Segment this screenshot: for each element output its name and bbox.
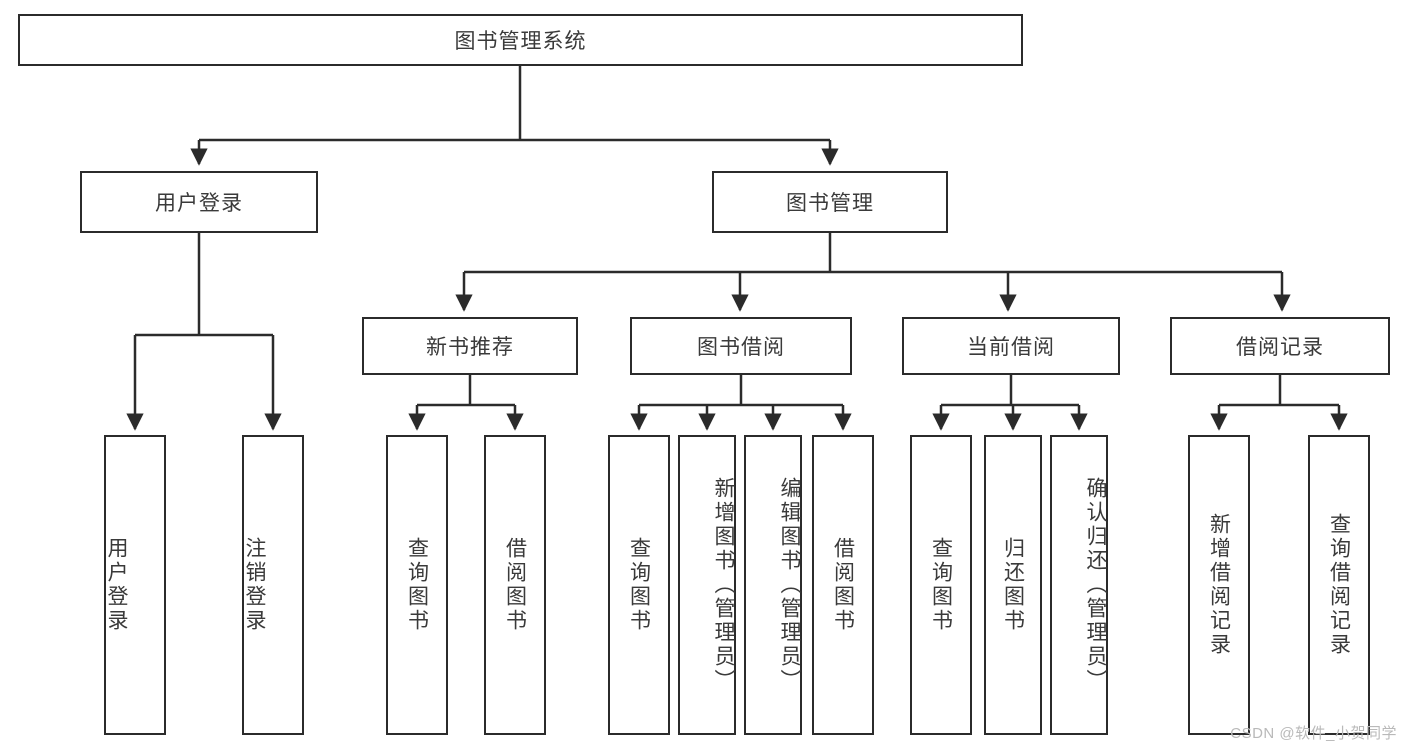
leaf-return-book[interactable]: 归还图书 <box>984 435 1042 735</box>
node-new-book-recommend[interactable]: 新书推荐 <box>362 317 578 375</box>
leaf-query-book-current[interactable]: 查询图书 <box>910 435 972 735</box>
leaf-query-book-borrow[interactable]: 查询图书 <box>608 435 670 735</box>
leaf-add-borrow-record[interactable]: 新增借阅记录 <box>1188 435 1250 735</box>
node-user-login[interactable]: 用户登录 <box>80 171 318 233</box>
node-borrow-record[interactable]: 借阅记录 <box>1170 317 1390 375</box>
leaf-query-borrow-record[interactable]: 查询借阅记录 <box>1308 435 1370 735</box>
leaf-user-login[interactable]: 用户登录 <box>104 435 166 735</box>
node-book-management[interactable]: 图书管理 <box>712 171 948 233</box>
node-current-borrow[interactable]: 当前借阅 <box>902 317 1120 375</box>
leaf-logout[interactable]: 注销登录 <box>242 435 304 735</box>
node-root[interactable]: 图书管理系统 <box>18 14 1023 66</box>
leaf-query-book-recommend[interactable]: 查询图书 <box>386 435 448 735</box>
csdn-watermark: CSDN @软件_小贺同学 <box>1230 725 1397 742</box>
leaf-lend-book[interactable]: 借阅图书 <box>812 435 874 735</box>
leaf-borrow-book-recommend[interactable]: 借阅图书 <box>484 435 546 735</box>
node-book-borrow[interactable]: 图书借阅 <box>630 317 852 375</box>
leaf-edit-book-admin[interactable]: 编辑图书（管理员） <box>744 435 802 735</box>
leaf-confirm-return-admin[interactable]: 确认归还（管理员） <box>1050 435 1108 735</box>
leaf-add-book-admin[interactable]: 新增图书（管理员） <box>678 435 736 735</box>
